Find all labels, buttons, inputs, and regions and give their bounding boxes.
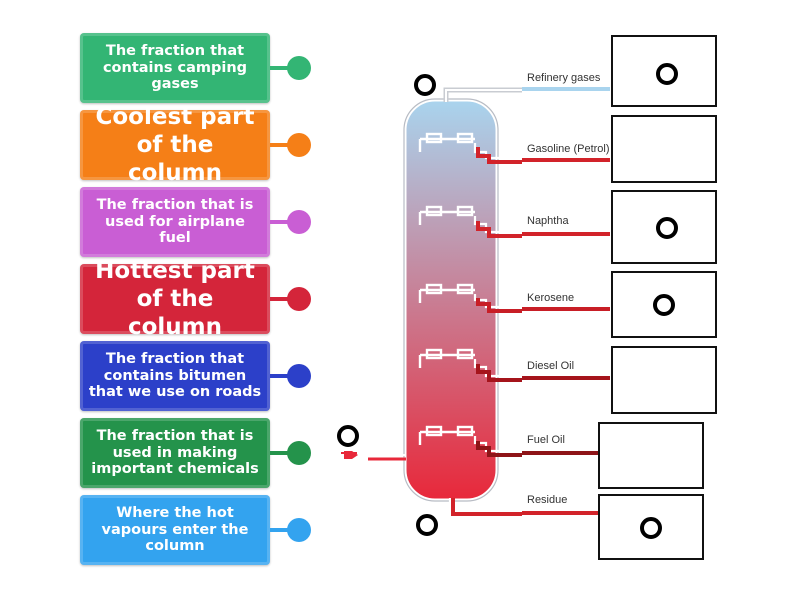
drop-target-ring-kerosene-box[interactable] xyxy=(653,294,675,316)
card-airplane-fuel[interactable]: The fraction that is used for airplane f… xyxy=(80,187,270,257)
drop-target-ring-bottom[interactable] xyxy=(416,514,438,536)
fraction-label-diesel: Diesel Oil xyxy=(527,360,575,372)
residue-stub xyxy=(451,498,522,516)
top-outlet-highlight xyxy=(445,89,522,102)
card-important-chemicals[interactable]: The fraction that is used in making impo… xyxy=(80,418,270,488)
card-label: The fraction that is used in making impo… xyxy=(91,427,259,478)
fraction-label-kerosene: Kerosene xyxy=(527,292,575,304)
card-camping-gases[interactable]: The fraction that contains camping gases xyxy=(80,33,270,103)
card-connector xyxy=(270,66,296,70)
fraction-label-fuel-oil: Fuel Oil xyxy=(527,434,565,446)
drop-target-ring-residue-box[interactable] xyxy=(640,517,662,539)
card-label: The fraction that contains camping gases xyxy=(102,42,248,93)
card-handle[interactable] xyxy=(287,441,311,465)
drop-target-ring-refinery-box[interactable] xyxy=(656,63,678,85)
drop-target-ring-naphtha-box[interactable] xyxy=(656,217,678,239)
tray-3 xyxy=(418,283,475,303)
outlet-red-stubs xyxy=(476,147,522,457)
fraction-label-refinery-gases: Refinery gases xyxy=(527,72,601,84)
tray-4 xyxy=(418,348,475,368)
tray-2 xyxy=(418,205,475,225)
column-trays xyxy=(418,132,475,445)
card-connector xyxy=(270,374,296,378)
drop-box-fuel-oil[interactable] xyxy=(598,422,704,489)
tray-5 xyxy=(418,425,475,445)
card-connector xyxy=(270,297,296,301)
card-connector xyxy=(270,220,296,224)
card-label: Coolest part of the column xyxy=(95,103,255,187)
fraction-label-gasoline: Gasoline (Petrol) xyxy=(527,143,610,155)
card-handle[interactable] xyxy=(287,364,311,388)
drop-box-diesel[interactable] xyxy=(611,346,717,414)
drop-box-gasoline[interactable] xyxy=(611,115,717,183)
drop-target-ring-inlet[interactable] xyxy=(337,425,359,447)
card-connector xyxy=(270,528,296,532)
card-handle[interactable] xyxy=(287,210,311,234)
card-handle[interactable] xyxy=(287,56,311,80)
card-label: The fraction that contains bitumen that … xyxy=(88,350,262,401)
card-label: Hottest part of the column xyxy=(95,257,255,341)
fraction-label-naphtha: Naphtha xyxy=(527,215,569,227)
card-hottest-part[interactable]: Hottest part of the column xyxy=(80,258,270,340)
residue-bend xyxy=(448,498,522,512)
drop-target-ring-top[interactable] xyxy=(414,74,436,96)
card-connector xyxy=(270,451,296,455)
card-connector xyxy=(270,143,296,147)
outlet-bends xyxy=(473,143,522,453)
card-label: The fraction that is used for airplane f… xyxy=(96,196,254,247)
drop-box-naphtha[interactable] xyxy=(611,190,717,264)
card-handle[interactable] xyxy=(287,133,311,157)
card-label: Where the hot vapours enter the column xyxy=(101,504,249,555)
fraction-label-residue: Residue xyxy=(527,494,568,506)
card-coolest-part[interactable]: Coolest part of the column xyxy=(80,104,270,186)
card-hot-vapours-enter[interactable]: Where the hot vapours enter the column xyxy=(80,495,270,565)
tray-1 xyxy=(418,132,475,152)
card-handle[interactable] xyxy=(287,287,311,311)
card-bitumen[interactable]: The fraction that contains bitumen that … xyxy=(80,341,270,411)
card-handle[interactable] xyxy=(287,518,311,542)
